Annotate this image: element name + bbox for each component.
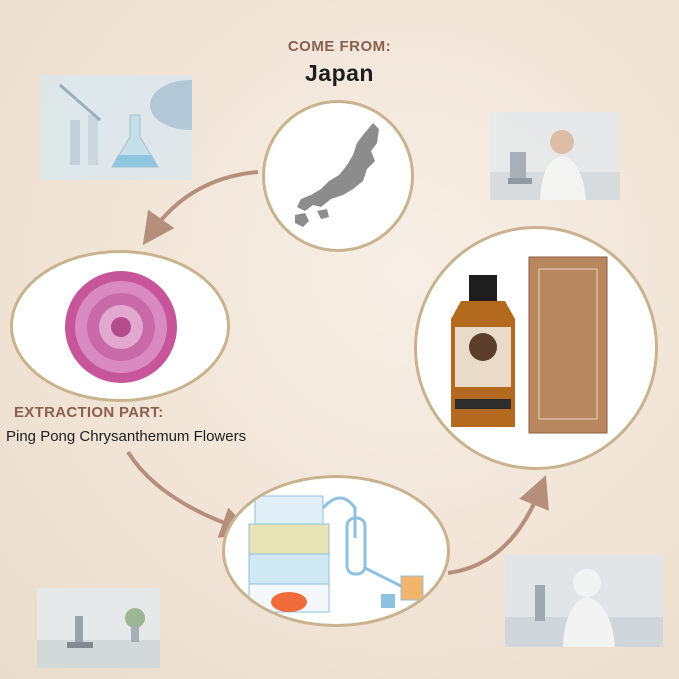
origin-value: Japan	[305, 60, 374, 86]
lab-photo-pipette	[40, 75, 192, 180]
arrow-flower-to-distillation	[126, 450, 254, 538]
essential-oil-product-image	[451, 256, 608, 434]
distillation-circle	[222, 475, 450, 627]
chrysanthemum-flower-icon	[65, 271, 177, 383]
lab-photo-microscope	[37, 588, 160, 668]
arrow-japan-to-flower	[142, 170, 259, 246]
lab-bench-image	[37, 588, 160, 668]
origin-label: COME FROM:	[287, 38, 392, 55]
japan-map-icon	[295, 123, 379, 227]
lab-glassware-image	[40, 75, 192, 180]
scientist-microscope-image	[490, 112, 620, 200]
arrow-distillation-to-product	[447, 475, 549, 575]
japan-map-circle	[262, 100, 414, 252]
scientist-protective-suit-image	[505, 555, 663, 647]
product-circle	[414, 226, 658, 470]
lab-photo-scientist	[490, 112, 620, 200]
extraction-value: Ping Pong Chrysanthemum Flowers	[6, 428, 247, 445]
extraction-label: EXTRACTION PART:	[14, 404, 164, 421]
chrysanthemum-circle	[10, 250, 230, 402]
distillation-apparatus-icon	[248, 495, 424, 613]
lab-photo-protective-suit	[505, 555, 663, 647]
